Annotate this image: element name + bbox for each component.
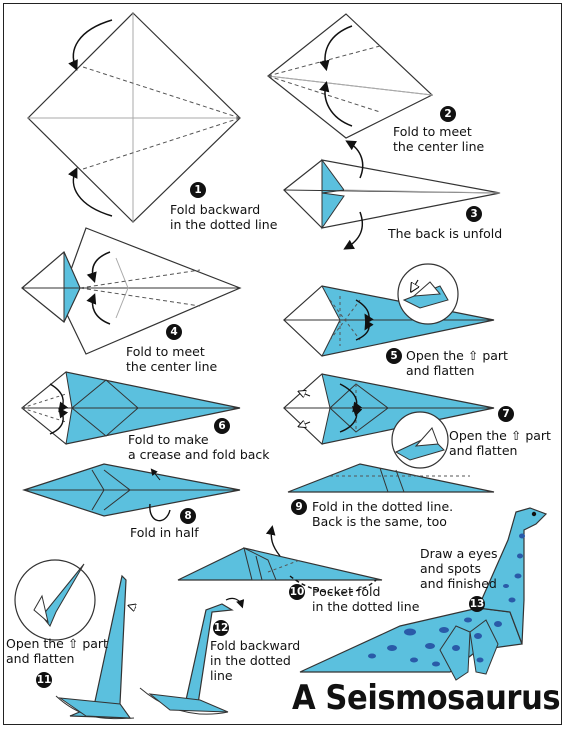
step-1-label: Fold backward in the dotted line <box>170 202 278 232</box>
step-2-number: 2 <box>440 106 456 122</box>
up-arrow-icon: ⇧ <box>467 348 479 363</box>
step-3-label: The back is unfold <box>388 226 503 241</box>
step-4-figure <box>21 227 242 355</box>
step-8-label: Fold in half <box>130 525 199 540</box>
page-title: A Seismosaurus <box>292 678 561 718</box>
step-5-number: 5 <box>386 348 402 364</box>
step-12-figure <box>139 597 245 715</box>
step-2-label: Fold to meet the center line <box>393 124 485 154</box>
step-1-number: 1 <box>190 182 206 198</box>
step-4-number: 4 <box>166 324 182 340</box>
step-6-label: Fold to make a crease and fold back <box>128 432 270 462</box>
step-11-number: 11 <box>36 672 52 688</box>
step-1-figure <box>27 12 241 223</box>
step-13-label: Draw a eyes and spots and finished <box>420 546 498 591</box>
step-10-label: Pocket fold in the dotted line <box>312 584 420 614</box>
step-12-number: 12 <box>213 620 229 636</box>
step-11-figure <box>14 559 136 720</box>
step-5-label: Open the ⇧ part and flatten <box>406 348 508 378</box>
step-7-label: Open the ⇧ part and flatten <box>449 428 551 458</box>
step-10-figure <box>177 525 383 594</box>
step-13-number: 13 <box>469 596 485 612</box>
step-3-figure <box>283 140 501 250</box>
step-3-number: 3 <box>466 206 482 222</box>
step-9-label: Fold in the dotted line. Back is the sam… <box>312 499 454 529</box>
step-9-number: 9 <box>291 499 307 515</box>
step-8-number: 8 <box>180 508 196 524</box>
step-11-label: Open the ⇧ part and flatten <box>6 636 108 666</box>
step-4-label: Fold to meet the center line <box>126 344 218 374</box>
step-6-number: 6 <box>214 418 230 434</box>
up-arrow-icon: ⇧ <box>510 428 522 443</box>
step-7-figure <box>283 373 495 469</box>
step-6-figure <box>21 371 241 445</box>
step-8-figure <box>22 463 241 522</box>
page-border <box>3 3 562 725</box>
step-9-figure <box>287 463 495 493</box>
dinosaur-spots <box>368 533 525 667</box>
step-12-label: Fold backward in the dotted line <box>210 638 301 683</box>
up-arrow-icon: ⇧ <box>67 636 79 651</box>
step-5-figure <box>283 263 495 357</box>
step-10-number: 10 <box>289 584 305 600</box>
step-13-figure <box>299 507 548 681</box>
step-2-figure <box>267 13 434 139</box>
step-7-number: 7 <box>498 406 514 422</box>
